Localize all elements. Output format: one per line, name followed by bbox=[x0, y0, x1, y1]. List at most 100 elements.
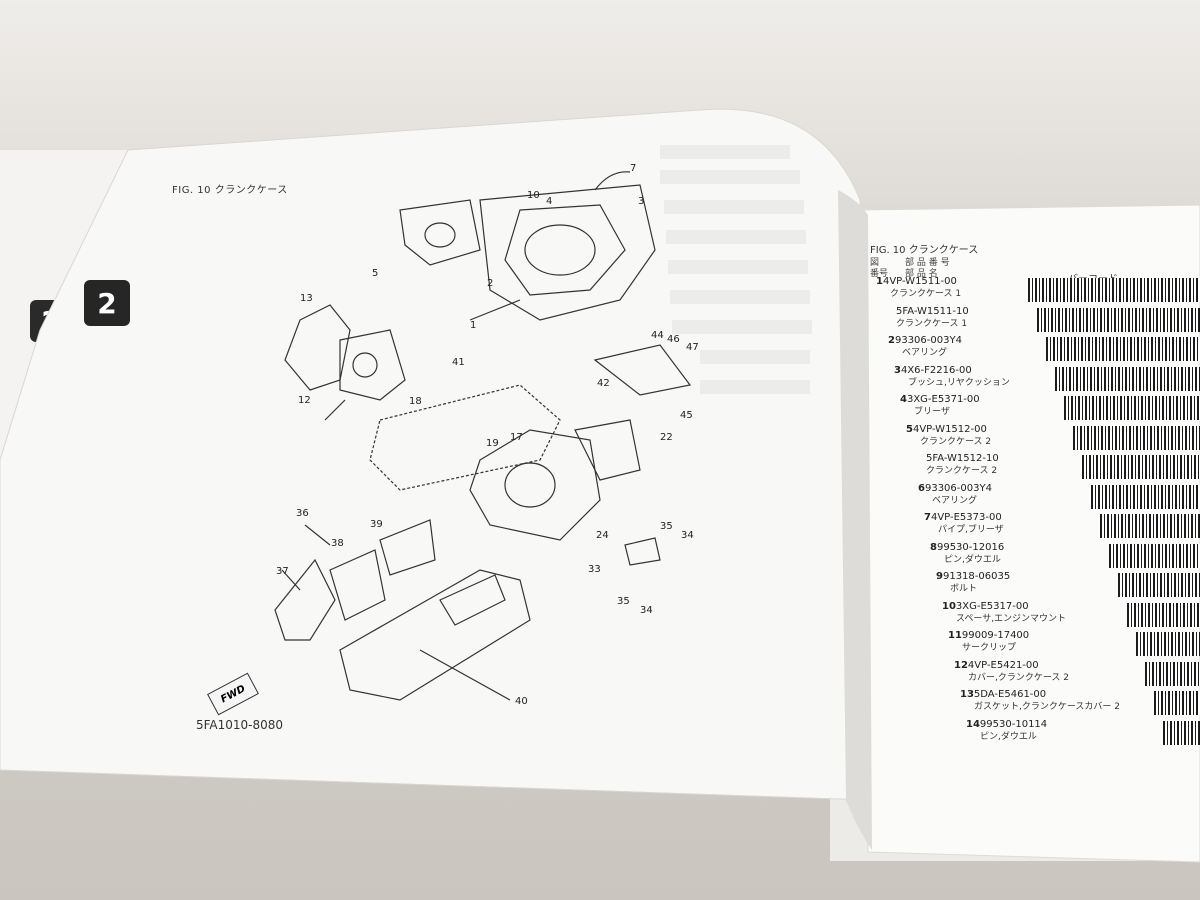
part-number-index: 4 bbox=[900, 394, 907, 405]
part-line: 5 4VP-W1512-00 bbox=[906, 424, 987, 435]
part-number-index: 5 bbox=[906, 423, 913, 435]
part-number-index: 12 bbox=[954, 659, 968, 671]
barcode bbox=[1136, 632, 1200, 656]
part-code: 99530-10114 bbox=[979, 718, 1048, 730]
part-code: 99530-12016 bbox=[936, 541, 1005, 553]
callout: 3 bbox=[638, 196, 645, 207]
part-line: 10 3XG-E5317-00 bbox=[942, 601, 1029, 612]
col-header-partname: 部 品 名 bbox=[905, 269, 938, 279]
part-code: 3XG-E5371-00 bbox=[906, 394, 980, 405]
callout: 19 bbox=[486, 438, 499, 449]
barcode bbox=[1100, 514, 1200, 538]
callout: 35 bbox=[660, 521, 673, 532]
barcode bbox=[1028, 278, 1200, 302]
barcode bbox=[1064, 396, 1200, 420]
part-code: 5FA-W1511-10 bbox=[896, 305, 969, 317]
part-line: 3 4X6-F2216-00 bbox=[894, 365, 972, 376]
part-code: 5FA-W1512-10 bbox=[926, 453, 999, 464]
exploded-parts-diagram bbox=[274, 171, 692, 701]
part-name: ボルト bbox=[950, 584, 978, 594]
part-code: 4VP-E5373-00 bbox=[930, 512, 1002, 523]
part-line: 12 4VP-E5421-00 bbox=[954, 660, 1039, 671]
callout: 17 bbox=[510, 432, 523, 443]
part-code: 91318-06035 bbox=[942, 571, 1011, 582]
left-fig-title: FIG. 10 クランクケース bbox=[172, 185, 288, 196]
part-code: 93306-003Y4 bbox=[924, 482, 992, 494]
part-name: クランクケース 1 bbox=[896, 318, 968, 329]
part-name: ブリーザ bbox=[914, 407, 950, 417]
parts-list-row: 9 91318-06035 ボルト bbox=[936, 571, 1010, 595]
barcode bbox=[1154, 691, 1200, 715]
callout: 4 bbox=[546, 196, 553, 207]
barcode bbox=[1109, 543, 1200, 568]
part-code: 4VP-E5421-00 bbox=[967, 659, 1039, 671]
callout: 22 bbox=[660, 432, 673, 443]
part-number-index: 2 bbox=[888, 335, 895, 346]
callout: 24 bbox=[596, 530, 609, 541]
part-line: 1 4VP-W1511-00 bbox=[876, 276, 957, 287]
part-name: サークリップ bbox=[962, 643, 1017, 653]
callout: 36 bbox=[296, 508, 309, 519]
part-number-index: 6 bbox=[918, 482, 925, 494]
barcode bbox=[1046, 337, 1200, 361]
part-line: 5FA-W1511-10 bbox=[882, 306, 969, 317]
part-number-index: 1 bbox=[876, 276, 883, 287]
barcode bbox=[1055, 366, 1200, 391]
part-line: 2 93306-003Y4 bbox=[888, 335, 962, 346]
parts-list-row: 11 99009-17400 サークリップ bbox=[948, 630, 1029, 654]
part-name: クランクケース 2 bbox=[926, 466, 998, 476]
part-line: 5FA-W1512-10 bbox=[912, 453, 999, 464]
part-name: ベアリング bbox=[932, 495, 978, 506]
barcode bbox=[1082, 455, 1200, 479]
callout: 7 bbox=[630, 163, 637, 174]
part-line: 11 99009-17400 bbox=[948, 630, 1029, 641]
part-name: ブッシュ,リヤクッション bbox=[908, 377, 1010, 388]
callout: 45 bbox=[680, 410, 693, 421]
parts-list-row: 13 5DA-E5461-00 ガスケット,クランクケースカバー 2 bbox=[960, 689, 1120, 713]
callout: 13 bbox=[300, 293, 313, 304]
parts-list-row: 5FA-W1512-10 クランクケース 2 bbox=[912, 453, 999, 477]
part-number-index: 8 bbox=[930, 541, 937, 553]
part-name: クランクケース 2 bbox=[920, 436, 992, 447]
callout: 41 bbox=[452, 357, 465, 368]
part-line: 9 91318-06035 bbox=[936, 571, 1010, 582]
callout: 35 bbox=[617, 596, 630, 607]
part-line: 13 5DA-E5461-00 bbox=[960, 689, 1046, 700]
part-line: 4 3XG-E5371-00 bbox=[900, 394, 980, 405]
part-name: ピン,ダウエル bbox=[944, 554, 1001, 565]
part-number-index: 7 bbox=[924, 512, 931, 523]
callout: 40 bbox=[515, 696, 528, 707]
callout: 44 bbox=[651, 330, 664, 341]
section-tab: 2 bbox=[84, 280, 130, 326]
barcode bbox=[1118, 573, 1200, 597]
part-code: 4VP-W1511-00 bbox=[882, 276, 957, 287]
part-name: スペーサ,エンジンマウント bbox=[956, 613, 1067, 624]
callout: 47 bbox=[686, 342, 699, 353]
col-header-partno: 部 品 番 号 bbox=[905, 258, 950, 268]
part-name: ガスケット,クランクケースカバー 2 bbox=[974, 702, 1120, 712]
right-fig-title: FIG. 10 クランクケース bbox=[870, 245, 979, 256]
callout: 39 bbox=[370, 519, 383, 530]
part-number-index: 3 bbox=[894, 364, 901, 376]
part-code: 4X6-F2216-00 bbox=[900, 364, 972, 376]
col-header-no: 番号 bbox=[870, 269, 889, 279]
diagram-code: 5FA1010-8080 bbox=[196, 718, 284, 732]
part-code: 93306-003Y4 bbox=[894, 335, 962, 346]
callout: 42 bbox=[597, 378, 610, 389]
part-number-index: 11 bbox=[948, 630, 962, 641]
part-line: 8 99530-12016 bbox=[930, 542, 1004, 553]
part-code: 99009-17400 bbox=[961, 630, 1030, 641]
part-line: 7 4VP-E5373-00 bbox=[924, 512, 1002, 523]
barcode bbox=[1091, 484, 1200, 509]
